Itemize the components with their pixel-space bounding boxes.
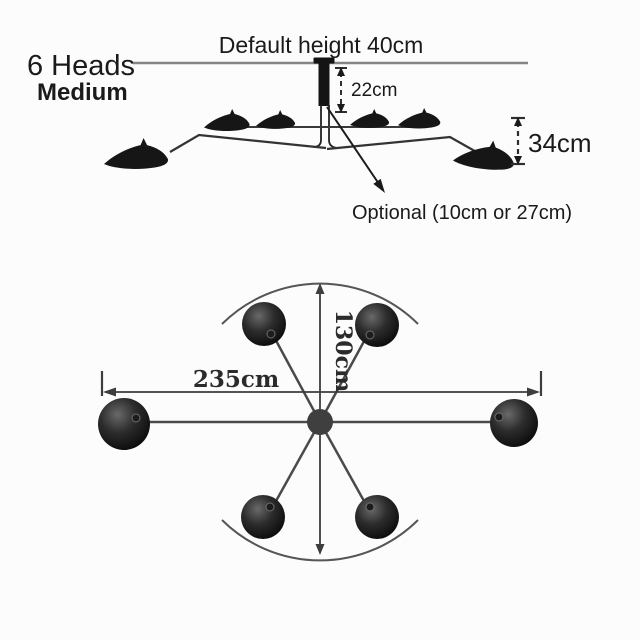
right-long-arm [326,135,481,155]
arrow-down-icon [514,156,522,165]
arrow-up-icon [315,283,325,294]
product-size-label: Medium [37,79,128,106]
center-hub [307,409,333,435]
shade-top-view [242,302,286,346]
span-dimension: 235cm [100,366,543,397]
depth-dimension-label: 130cm [330,310,356,393]
left-long-arm [169,133,327,153]
arrow-down-icon [315,544,325,555]
lamp-stem [318,62,330,106]
arrow-right-icon [527,387,540,397]
stem-dimension-label: 22cm [351,80,397,101]
shade-top-view [98,398,150,450]
lamp-head [104,138,169,169]
shade-top-view [490,399,538,447]
arrow-up-icon [514,117,522,126]
sweep-arc-bottom [221,519,419,562]
head-drop-dimension-label: 34cm [528,128,592,158]
lamp-head [452,136,517,173]
top-view-diagram: 130cm 235cm [98,282,543,562]
optional-label: Optional (10cm or 27cm) [352,202,572,224]
head-drop-dimension: 34cm [511,116,592,166]
arrow-head-icon [373,178,385,193]
stem-dimension: 22cm [335,67,397,113]
shade-top-view [241,495,285,539]
side-view-diagram: 6 Heads Medium Default height 40cm [27,32,592,224]
arrow-down-icon [337,104,345,113]
lamp-head [204,109,250,132]
lamp-head [398,108,441,129]
span-dimension-label: 235cm [193,366,279,393]
default-height-label: Default height 40cm [219,32,424,58]
optional-annotation-arrow [326,106,380,185]
arrow-up-icon [337,67,345,76]
lamp-head [350,109,390,128]
lamp-head [256,110,296,129]
shade-top-view [355,495,399,539]
arrow-left-icon [103,387,116,397]
product-heads-label: 6 Heads [27,50,135,82]
shade-top-view [355,303,399,347]
